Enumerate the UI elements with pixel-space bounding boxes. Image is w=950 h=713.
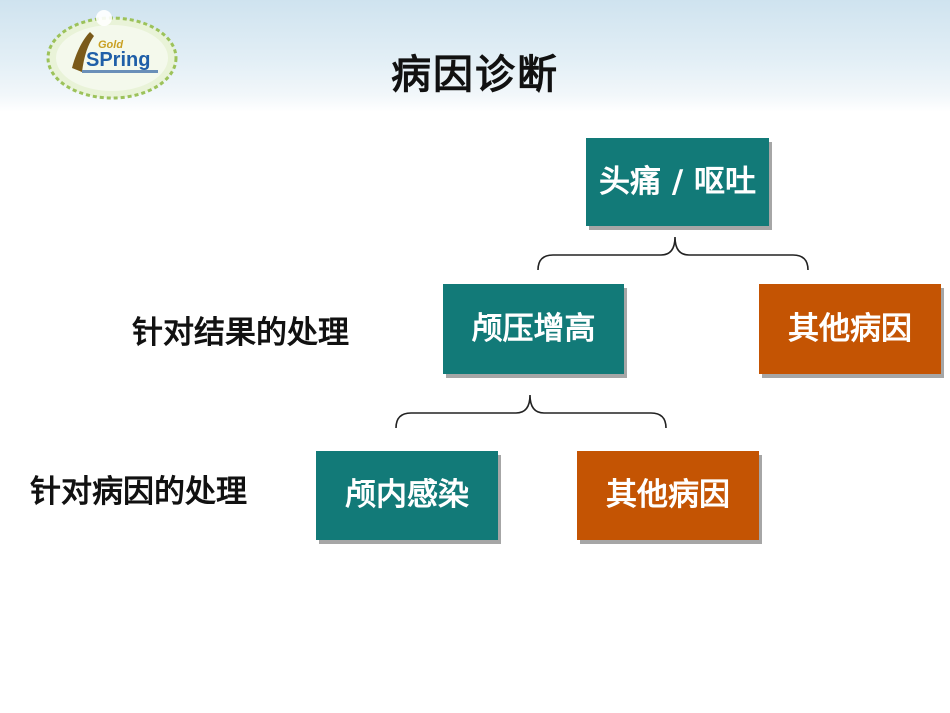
gold-spring-logo: Gold SPring — [46, 10, 178, 100]
node-other-causes-upper-label: 其他病因 — [788, 310, 912, 347]
bracket-top — [537, 236, 809, 271]
node-intracranial-pressure-label: 颅压增高 — [471, 310, 596, 347]
node-other-causes-lower-label: 其他病因 — [606, 477, 730, 514]
page-title: 病因诊断 — [391, 52, 559, 98]
root-node-label: 头痛 / 呕吐 — [599, 163, 756, 200]
node-intracranial-infection: 颅内感染 — [316, 451, 498, 540]
node-other-causes-lower: 其他病因 — [577, 451, 759, 540]
node-other-causes-upper: 其他病因 — [759, 284, 941, 374]
node-intracranial-infection-label: 颅内感染 — [345, 477, 469, 514]
root-node: 头痛 / 呕吐 — [586, 138, 769, 226]
row-label-cause-treatment: 针对病因的处理 — [30, 474, 247, 510]
logo-small-text: Gold — [98, 39, 123, 51]
bracket-bottom — [395, 394, 667, 429]
node-intracranial-pressure: 颅压增高 — [443, 284, 624, 374]
row-label-result-treatment: 针对结果的处理 — [132, 315, 349, 351]
logo-brand-text: SPring — [86, 49, 150, 71]
